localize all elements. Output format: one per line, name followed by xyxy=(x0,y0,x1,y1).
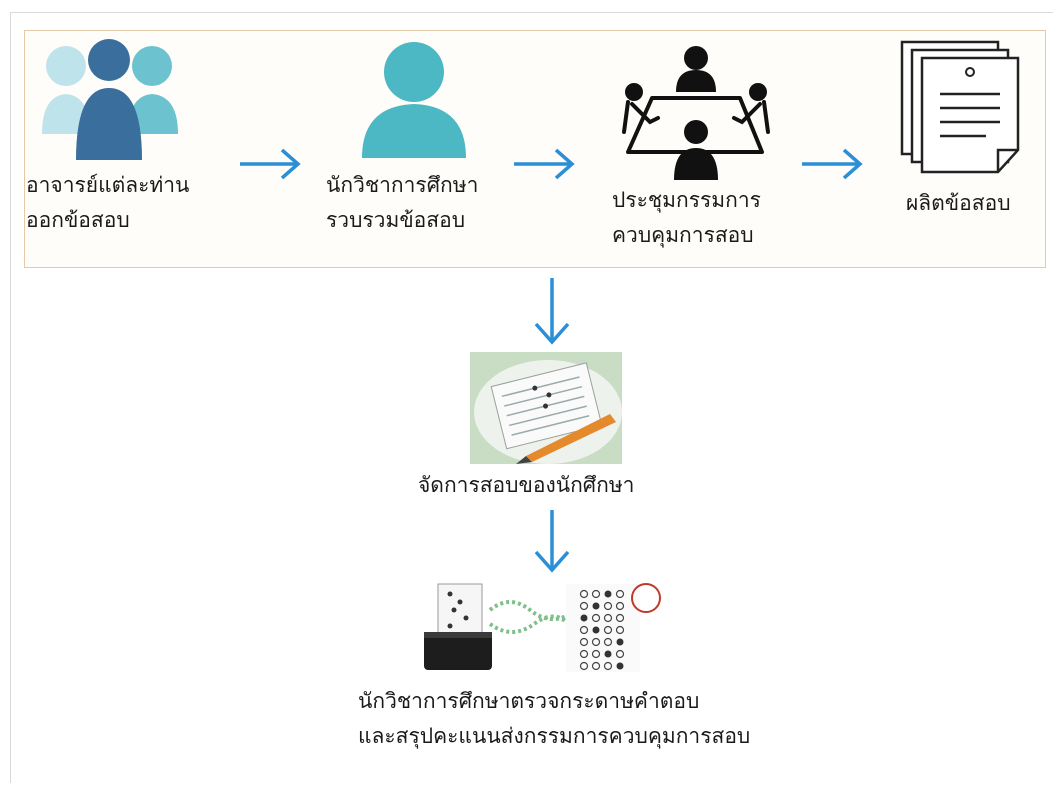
person-icon xyxy=(358,40,470,158)
step-produce-line1: ผลิตข้อสอบ xyxy=(906,191,1011,215)
step-officer-line2: รวบรวมข้อสอบ xyxy=(326,208,466,232)
step-teachers-line1: อาจารย์แต่ละท่าน xyxy=(26,173,190,197)
step-committee-line1: ประชุมกรรมการ xyxy=(612,188,761,212)
arrow-right-2 xyxy=(512,146,576,182)
arrow-down-1 xyxy=(532,276,572,346)
page-frame xyxy=(10,12,1053,783)
step-teachers-line2: ออกข้อสอบ xyxy=(26,208,130,232)
grading-line2: และสรุปคะแนนส่งกรรมการควบคุมการสอบ xyxy=(358,724,751,748)
exam-line1: จัดการสอบของนักศึกษา xyxy=(418,473,635,497)
grading-label: นักวิชาการศึกษาตรวจกระดาษคำตอบ และสรุปคะ… xyxy=(358,684,750,754)
arrow-down-2 xyxy=(532,508,572,574)
step-officer-line1: นักวิชาการศึกษา xyxy=(326,173,479,197)
exam-label: จัดการสอบของนักศึกษา xyxy=(418,468,634,503)
step-committee-label: ประชุมกรรมการ ควบคุมการสอบ xyxy=(612,183,761,253)
omr-scanner-icon xyxy=(420,580,668,676)
step-officer-label: นักวิชาการศึกษา รวบรวมข้อสอบ xyxy=(326,168,478,238)
grading-line1: นักวิชาการศึกษาตรวจกระดาษคำตอบ xyxy=(358,689,700,713)
step-committee-line2: ควบคุมการสอบ xyxy=(612,223,754,247)
answer-sheet-pencil-icon xyxy=(470,352,622,464)
arrow-right-3 xyxy=(800,146,864,182)
teachers-group-icon xyxy=(40,38,182,160)
documents-icon xyxy=(898,38,1034,178)
top-process-box xyxy=(24,30,1046,268)
step-teachers-label: อาจารย์แต่ละท่าน ออกข้อสอบ xyxy=(26,168,189,238)
step-produce-label: ผลิตข้อสอบ xyxy=(906,186,1011,221)
arrow-right-1 xyxy=(238,146,302,182)
meeting-table-icon xyxy=(614,40,774,180)
